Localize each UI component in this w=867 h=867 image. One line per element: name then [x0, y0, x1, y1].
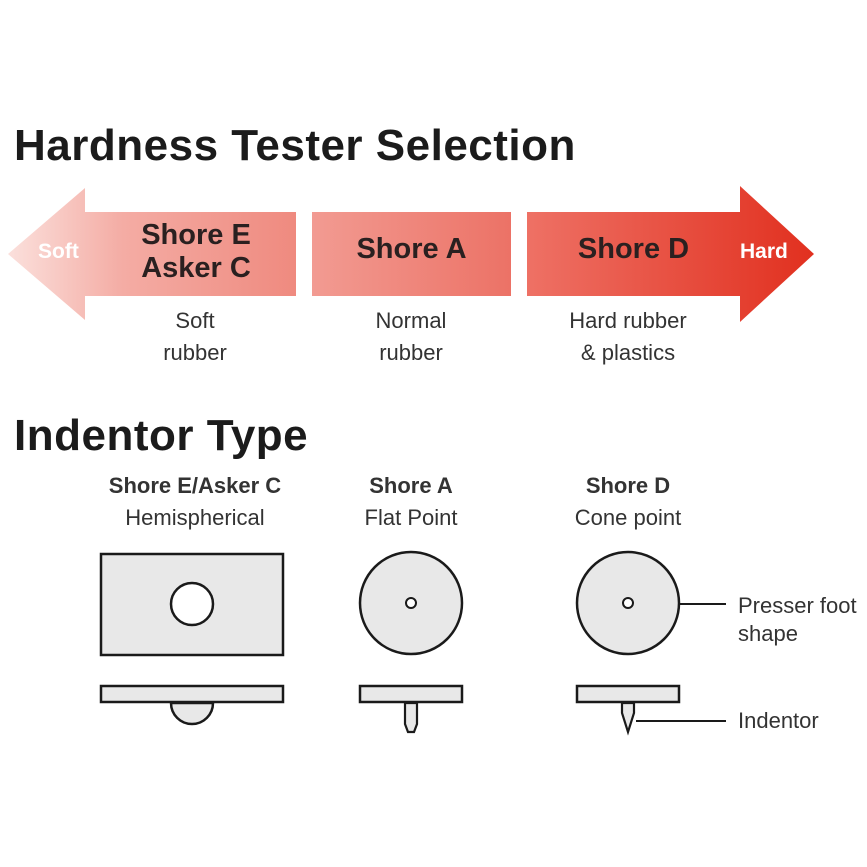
indentor-label-shore-a: Shore A Flat Point [331, 470, 491, 534]
foot-hole-hemispherical [169, 581, 215, 627]
arrow-segment-normal [312, 212, 511, 296]
foot-side-cone-point [575, 684, 681, 704]
desc-line1: Soft [175, 308, 215, 333]
foot-side-flat-point [358, 684, 464, 704]
indentor-scale: Shore D [585, 473, 671, 498]
scale-desc-hard-rubber-plastics: Hard rubber & plastics [538, 305, 718, 369]
scale-desc-normal-rubber: Normal rubber [336, 305, 486, 369]
scale-desc-soft-rubber: Soft rubber [120, 305, 270, 369]
scale-name-line2: Asker C [141, 252, 251, 284]
desc-line2: rubber [163, 340, 227, 365]
arrow-end-label-soft: Soft [38, 240, 79, 263]
arrow-segment-hard [527, 186, 814, 322]
indentor-label-shore-d: Shore D Cone point [548, 470, 708, 534]
indentor-cone-point [620, 701, 636, 736]
section-title-indentor-type: Indentor Type [14, 411, 309, 460]
arrow-end-label-hard: Hard [740, 240, 788, 263]
desc-line1: Hard rubber [569, 308, 687, 333]
indentor-hemispherical [169, 701, 215, 726]
callout-indentor: Indentor [738, 708, 819, 733]
callout-line1: Presser foot [738, 593, 857, 618]
indentor-label-shore-e-asker-c: Shore E/Asker C Hemispherical [90, 470, 300, 534]
indentor-shape: Cone point [574, 505, 682, 530]
scale-name-line1: Shore E [141, 219, 251, 251]
desc-line2: & plastics [580, 340, 676, 365]
section-title-hardness-tester-selection: Hardness Tester Selection [14, 121, 576, 170]
indentor-scale: Shore E/Asker C [108, 473, 282, 498]
callout-line2: shape [738, 621, 798, 646]
scale-label-shore-e-asker-c: Shore E Asker C [110, 219, 282, 285]
indentor-shape: Hemispherical [125, 505, 265, 530]
desc-line1: Normal [375, 308, 447, 333]
indentor-scale: Shore A [369, 473, 453, 498]
callout-presser-foot-shape: Presser foot shape [738, 592, 857, 648]
desc-line2: rubber [379, 340, 443, 365]
scale-label-shore-d: Shore D [577, 233, 690, 265]
foot-hole-flat-point [405, 597, 417, 609]
arrow-segment-soft [8, 188, 296, 320]
indentor-shape: Flat Point [364, 505, 458, 530]
indentor-flat-point [403, 701, 419, 734]
foot-side-hemispherical [99, 684, 285, 704]
scale-label-shore-a: Shore A [356, 233, 467, 265]
foot-hole-cone-point [622, 597, 634, 609]
